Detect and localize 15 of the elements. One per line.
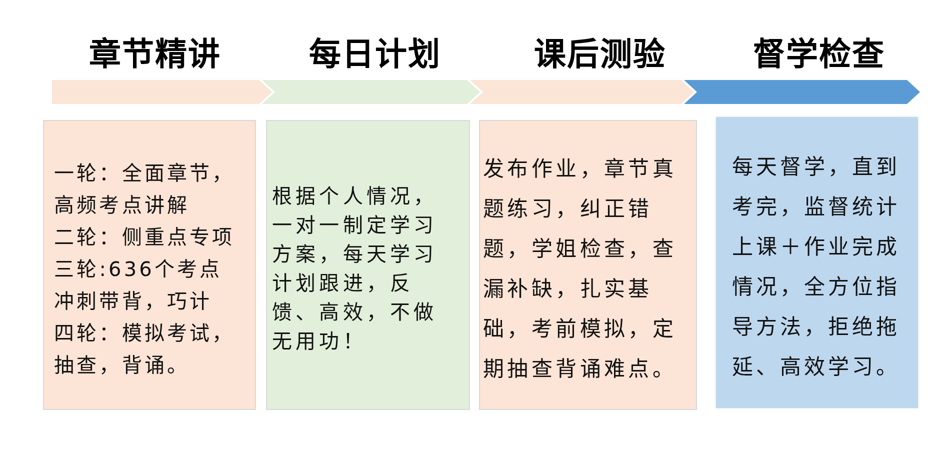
description-card <box>479 120 697 410</box>
description-card <box>716 117 918 408</box>
step-heading: 每日计划 <box>309 34 441 74</box>
description-text: 二轮：侧重点专项 <box>54 224 236 251</box>
description-text: 每天督学，直到考完，监督统计上课＋作业完成情况，全方位指导方法，拒绝拖延、高效学习。 <box>732 154 901 380</box>
description-text: 发布作业，章节真题练习，纠正错题，学姐检查，查漏补缺，扎实基础，考前模拟，定期抽查背诵难点。 <box>483 156 678 383</box>
step-heading: 课后测验 <box>534 34 666 74</box>
description-text: 一轮：全面章节，高频考点讲解 <box>54 160 236 219</box>
description-card <box>266 120 470 410</box>
description-text: 根据个人情况，一对一制定学习方案，每天学习计划跟进，反馈、高效，不做无用功！ <box>272 183 438 355</box>
description-card <box>43 120 256 410</box>
description-text: 四轮：模拟考试，抽查，背诵。 <box>54 320 236 379</box>
description-text: 三轮:636个考点冲刺带背，巧计 <box>54 256 224 315</box>
step-heading: 章节精讲 <box>89 34 221 74</box>
step-heading: 督学检查 <box>753 34 885 74</box>
